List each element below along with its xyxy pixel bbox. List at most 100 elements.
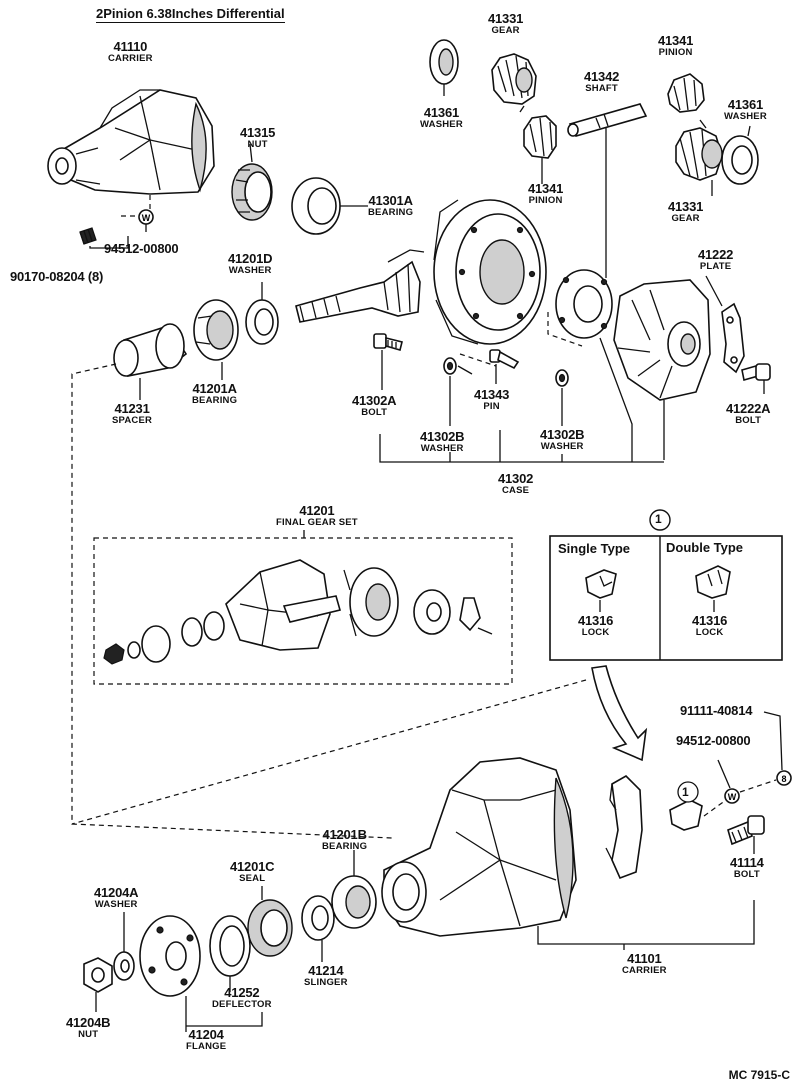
part-name: FINAL GEAR SET xyxy=(276,517,358,528)
label-41204A-washer[interactable]: 41204A WASHER xyxy=(94,886,139,910)
part-number: 41302B xyxy=(420,429,465,444)
label-41222-plate[interactable]: 41222 PLATE xyxy=(698,248,733,272)
part-number: 41341 xyxy=(528,181,564,196)
part-name: NUT xyxy=(247,139,268,150)
n8-marker: 8 xyxy=(781,774,786,784)
label-94512-00800-bottom[interactable]: 94512-00800 xyxy=(676,734,751,747)
label-41302B-washer-left[interactable]: 41302B WASHER xyxy=(420,429,465,454)
label-41341-pinion-right[interactable]: 41341 PINION xyxy=(658,34,693,58)
label-41204B-nut[interactable]: 41204B NUT xyxy=(66,1015,111,1040)
part-number: 41361 xyxy=(727,97,764,112)
carrier-41101-drawing xyxy=(381,757,755,950)
label-41204-flange[interactable]: 41204 FLANGE xyxy=(186,1028,226,1052)
part-name: PINION xyxy=(658,47,693,58)
label-41342-shaft[interactable]: 41342 SHAFT xyxy=(584,70,619,94)
label-41316-lock-single[interactable]: 41316 LOCK xyxy=(578,614,613,638)
label-91111-40814[interactable]: 91111-40814 xyxy=(680,704,752,717)
bearing-41201B-drawing xyxy=(331,850,377,929)
nut-41204B-drawing xyxy=(83,957,113,1012)
part-name: PIN xyxy=(483,401,500,412)
label-41214-slinger[interactable]: 41214 SLINGER xyxy=(304,964,348,988)
part-name: PINION xyxy=(528,195,563,206)
part-number: 41114 xyxy=(730,855,764,870)
pin-41343-drawing xyxy=(489,349,520,384)
part-number: 91111-40814 xyxy=(680,703,753,718)
label-41302B-washer-right[interactable]: 41302B WASHER xyxy=(540,428,585,452)
washer-41201D-drawing xyxy=(245,282,279,345)
part-name: WASHER xyxy=(724,111,767,122)
label-41316-lock-double[interactable]: 41316 LOCK xyxy=(692,614,727,638)
part-name: CARRIER xyxy=(622,965,667,976)
part-number: 41204 xyxy=(188,1027,224,1042)
label-41361-washer-right[interactable]: 41361 WASHER xyxy=(724,98,767,122)
label-41252-deflector[interactable]: 41252 DEFLECTOR xyxy=(212,986,272,1010)
label-41201D-washer[interactable]: 41201D WASHER xyxy=(228,252,273,276)
diff-case-drawing xyxy=(599,279,711,460)
label-90170-08204[interactable]: 90170-08204 (8) xyxy=(10,270,103,283)
part-name: SEAL xyxy=(239,873,266,884)
part-name: WASHER xyxy=(420,119,463,130)
link-line-right xyxy=(71,679,587,825)
w-marker-a: W xyxy=(142,213,151,223)
part-number: 94512-00800 xyxy=(104,241,179,256)
label-94512-00800-top[interactable]: 94512-00800 xyxy=(104,241,179,256)
part-number: 41222A xyxy=(726,401,771,416)
part-name: WASHER xyxy=(420,443,464,454)
washer-41204A-drawing xyxy=(113,912,135,981)
part-number: 90170-08204 (8) xyxy=(10,269,104,284)
part-number: 41204B xyxy=(66,1015,111,1030)
link-line-left xyxy=(71,363,393,839)
part-number: 41361 xyxy=(423,105,460,120)
part-number: 41231 xyxy=(114,401,150,416)
page-title: 2Pinion 6.38Inches Differential xyxy=(96,6,285,23)
gear-41331-b-drawing xyxy=(675,127,723,181)
label-41331-gear-right[interactable]: 41331 GEAR xyxy=(668,200,703,224)
label-41231-spacer[interactable]: 41231 SPACER xyxy=(112,402,152,426)
part-name: BOLT xyxy=(735,415,762,426)
label-41201A-bearing[interactable]: 41201A BEARING xyxy=(192,382,237,406)
part-name: BOLT xyxy=(361,407,388,418)
part-number: 41110 xyxy=(113,39,148,54)
final-gear-set-box xyxy=(93,537,513,685)
part-name: SPACER xyxy=(112,415,153,426)
spacer-41231-drawing xyxy=(113,323,188,400)
part-number: 41301A xyxy=(368,193,413,208)
part-name: WASHER xyxy=(228,265,272,276)
label-41302A-bolt[interactable]: 41302A BOLT xyxy=(352,394,397,418)
bolt-41114-drawing xyxy=(727,815,765,854)
label-41301A-bearing[interactable]: 41301A BEARING xyxy=(368,194,413,218)
part-name: FLANGE xyxy=(186,1041,227,1052)
label-41331-gear-top[interactable]: 41331 GEAR xyxy=(488,12,523,36)
part-number: 41302 xyxy=(498,471,534,486)
washer-41302B-b-drawing xyxy=(555,369,569,426)
seal-41201C-drawing xyxy=(247,886,293,957)
part-name: BEARING xyxy=(322,841,368,852)
label-41343-pin[interactable]: 41343 PIN xyxy=(474,388,509,412)
label-41361-washer-left[interactable]: 41361 WASHER xyxy=(420,106,463,130)
label-41341-pinion-left[interactable]: 41341 PINION xyxy=(528,182,563,206)
label-41201-final-gear-set[interactable]: 41201 FINAL GEAR SET xyxy=(276,504,358,528)
label-41201B-bearing[interactable]: 41201B BEARING xyxy=(322,828,367,852)
part-number: 41201B xyxy=(322,827,367,842)
label-41114-bolt[interactable]: 41114 BOLT xyxy=(730,856,764,880)
bolt-8-marker-drawing: 8 xyxy=(739,711,792,793)
part-name: PLATE xyxy=(699,261,732,272)
part-number: 41315 xyxy=(240,125,276,140)
label-41222A-bolt[interactable]: 41222A BOLT xyxy=(726,401,771,426)
lock-type-box xyxy=(549,535,783,661)
pinion-41341-b-drawing xyxy=(667,73,705,113)
label-41101-carrier[interactable]: 41101 CARRIER xyxy=(622,952,667,976)
washer-94512-b-drawing: W xyxy=(717,759,740,804)
label-41315-nut[interactable]: 41315 NUT xyxy=(240,126,275,150)
part-number: 41201C xyxy=(230,859,275,874)
part-number: 41331 xyxy=(668,199,704,214)
deflector-41252-drawing xyxy=(209,915,251,992)
washer-41361-a-drawing xyxy=(429,39,459,96)
part-name: GEAR xyxy=(671,213,700,224)
lock-box-marker: 1 xyxy=(655,512,662,526)
part-number: 41201A xyxy=(192,381,237,396)
label-41110[interactable]: 41110 CARRIER xyxy=(108,40,153,64)
label-41302-case[interactable]: 41302 CASE xyxy=(498,472,533,496)
washer-94512-a-drawing: W xyxy=(138,209,154,232)
label-41201C-seal[interactable]: 41201C SEAL xyxy=(230,859,275,884)
